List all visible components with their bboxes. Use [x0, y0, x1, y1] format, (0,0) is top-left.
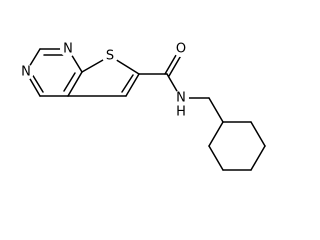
sulfur-label: S: [106, 49, 114, 64]
bond-cy5-cy6: [208, 145, 224, 171]
bond-cy6-cy1: [208, 121, 224, 147]
bond-n3-c4-double: [31, 73, 44, 93]
bond-cy3-cy4: [250, 145, 266, 171]
bond-c4a-c7a-double: [63, 72, 76, 92]
pyrimidine-n3-mask: [18, 64, 34, 80]
bond-cy2-cy3: [250, 121, 266, 147]
bond-c6-c5-double: [121, 74, 134, 93]
oxygen-label: O: [176, 42, 186, 57]
pyrimidine-n3-label: N: [21, 65, 31, 80]
chemical-structure: S O N H N N: [18, 41, 266, 171]
amide-hydrogen-mask: [174, 105, 188, 119]
bond-c6-c5: [125, 73, 140, 97]
amide-nitrogen-label: N: [176, 91, 186, 106]
bonds: [25, 48, 266, 171]
amide-nitrogen-mask: [173, 90, 189, 106]
bond-c4a-c7a: [67, 71, 83, 97]
pyrimidine-n1-mask: [60, 41, 76, 57]
sulfur-mask: [102, 48, 118, 64]
amide-hydrogen-label: H: [176, 105, 186, 120]
atom-labels: S O N H N N: [18, 41, 189, 120]
bond-methylene-cyclohexyl: [208, 97, 224, 123]
oxygen-mask: [173, 41, 189, 57]
pyrimidine-n1-label: N: [63, 42, 73, 57]
